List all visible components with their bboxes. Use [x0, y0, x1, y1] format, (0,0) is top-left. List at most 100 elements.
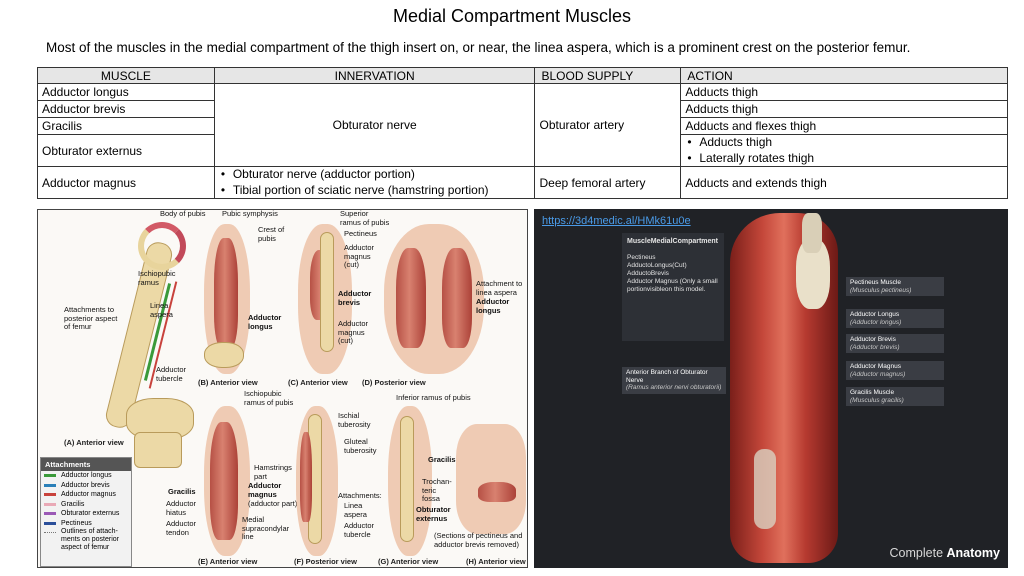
legend-swatch [44, 483, 56, 487]
label-adductor-longus-b: Adductor longus [248, 313, 282, 331]
header-innervation: INNERVATION [213, 67, 536, 84]
info-line: AdductoLongus(Cut) [627, 262, 687, 269]
action-cell: Adducts thigh [680, 100, 1008, 118]
innervation-item: Obturator nerve (adductor portion) [219, 167, 531, 183]
muscle-cell: Adductor brevis [37, 100, 215, 118]
view-a-label: (A) Anterior view [64, 438, 124, 447]
blood-supply-cell: Deep femoral artery [534, 166, 682, 199]
info-line: Adductor Magnus (Only a small portionvis… [627, 278, 718, 293]
legend-label: Pectineus [61, 519, 92, 527]
action-item: Laterally rotates thigh [685, 151, 1003, 167]
legend-swatch [44, 502, 56, 506]
adductor-magnus-e [210, 422, 238, 540]
complete-anatomy-watermark: Complete Anatomy [890, 546, 1000, 560]
page-title: Medial Compartment Muscles [392, 6, 632, 26]
legend-swatch [44, 532, 56, 533]
info-panel: MuscleMedialCompartment Pectineus Adduct… [622, 233, 724, 341]
view-g-label: (G) Anterior view [378, 557, 439, 566]
label-adductor-tendon: Adductor tendon [166, 519, 197, 537]
legend-item: Adductor magnus [41, 490, 131, 500]
muscle-cell: Adductor magnus [37, 166, 215, 199]
adductor-magnus-d-right [442, 248, 472, 348]
view-h-label: (H) Anterior view [466, 557, 526, 566]
tag-latin: (Adductor longus) [850, 318, 902, 326]
tendon [754, 449, 776, 529]
innervation-item: Tibial portion of sciatic nerve (hamstri… [219, 183, 531, 199]
view-c-label: (C) Anterior view [288, 378, 348, 387]
info-title: MuscleMedialCompartment [627, 238, 719, 245]
legend-label: Adductor longus [61, 472, 112, 479]
label-ischiopubic-ramus: Ischiopubic ramus [138, 269, 176, 287]
view-f-label: (F) Posterior view [294, 557, 357, 566]
femur-c [320, 232, 334, 352]
label-attachments-posterior: Attachments to posterior aspect of femur [64, 305, 118, 331]
table-header-row: MUSCLE INNERVATION BLOOD SUPPLY ACTION [37, 67, 1008, 84]
innervation-cell: Obturator nerve [213, 83, 536, 167]
label-pectineus: Pectineus [344, 229, 377, 238]
label-gracilis-e: Gracilis [168, 487, 196, 496]
tag-name: Gracilis Muscle [850, 389, 895, 396]
adductor-magnus-f [300, 432, 312, 522]
legend-label: Obturator externus [61, 510, 120, 517]
tag-latin: (Musculus pectineus) [850, 286, 912, 294]
muscle-cell: Adductor longus [37, 83, 215, 101]
pelvis-ring [138, 222, 186, 270]
tag-name: Adductor Longus [850, 311, 900, 318]
legend-item: Pectineus [41, 519, 131, 529]
label-sections-note: (Sections of pectineus and adductor brev… [434, 531, 523, 549]
legend-item: Adductor longus [41, 471, 131, 481]
blood-supply-cell: Obturator artery [534, 83, 682, 167]
legend-label: Outlines of attach- ments on posterior a… [61, 528, 119, 551]
complete-anatomy-figure: https://3d4medic.al/HMk61u0e MuscleMedia… [534, 209, 1008, 568]
obturator-externus-h [478, 482, 516, 502]
knee-b [204, 342, 244, 368]
label-obturator-externus: Obturator externus [416, 505, 451, 523]
legend-swatch [44, 474, 56, 478]
tag-latin: (Adductor magnus) [850, 370, 906, 378]
watermark-prefix: Complete [889, 546, 944, 560]
label-superior-ramus: Superior ramus of pubis [340, 209, 390, 227]
label-adductor-part: (adductor part) [248, 499, 298, 508]
muscle-cell: Obturator externus [37, 134, 215, 167]
legend-label: Adductor magnus [61, 491, 116, 498]
action-cell: Adducts thigh [680, 83, 1008, 101]
watermark-brand: Anatomy [946, 546, 1000, 560]
model-link[interactable]: https://3d4medic.al/HMk61u0e [542, 215, 691, 227]
label-adductor-tubercle: Adductor tubercle [156, 365, 187, 383]
tag-name: Adductor Magnus [850, 363, 901, 370]
legend-item: Obturator externus [41, 509, 131, 519]
structure-tag: Adductor Magnus (Adductor magnus) [846, 361, 944, 380]
action-cell: Adducts and extends thigh [680, 166, 1008, 199]
label-adductor-magnus-e: Adductor magnus [248, 481, 282, 499]
branch-latin: (Ramus anterior nervi obturatorii) [626, 384, 722, 391]
action-item: Adducts thigh [685, 135, 1003, 151]
label-adductor-hiatus: Adductor hiatus [166, 499, 197, 517]
legend-title: Attachments [41, 458, 131, 471]
attachments-legend: Attachments Adductor longus Adductor bre… [40, 457, 132, 567]
structure-tag: Pectineus Muscle (Musculus pectineus) [846, 277, 944, 296]
tibia-shape [134, 432, 182, 468]
structure-tag: Adductor Longus (Adductor longus) [846, 309, 944, 328]
label-medial-supracondylar: Medial supracondylar line [242, 515, 290, 541]
label-attachment-linea: Attachment to linea aspera [476, 279, 523, 297]
label-linea-aspera-f: Linea aspera [344, 501, 367, 519]
label-adductor-magnus-cut2: Adductor magnus (cut) [338, 319, 369, 345]
adductor-magnus-d-left [396, 248, 426, 348]
label-body-of-pubis: Body of pubis [160, 209, 206, 218]
view-d-label: (D) Posterior view [362, 378, 426, 387]
action-cell: Adducts thigh Laterally rotates thigh [680, 134, 1008, 167]
innervation-cell: Obturator nerve (adductor portion) Tibia… [213, 166, 536, 199]
view-e-label: (E) Anterior view [198, 557, 258, 566]
header-muscle: MUSCLE [37, 67, 215, 84]
muscle-table: MUSCLE INNERVATION BLOOD SUPPLY ACTION A… [37, 67, 1008, 199]
branch-name: Anterior Branch of Obturator Nerve [626, 369, 708, 384]
tag-name: Adductor Brevis [850, 336, 896, 343]
table-row: Adductor longus Obturator nerve Obturato… [37, 83, 1008, 167]
hip-h [456, 424, 526, 534]
legend-label: Adductor brevis [61, 481, 110, 489]
info-line: Pectineus [627, 254, 656, 261]
label-attachments-f: Attachments: [338, 491, 382, 500]
femur-g [400, 416, 414, 542]
anatomy-illustration: Body of pubis Ischiopubic ramus Attachme… [37, 209, 528, 568]
legend-swatch [44, 493, 56, 497]
